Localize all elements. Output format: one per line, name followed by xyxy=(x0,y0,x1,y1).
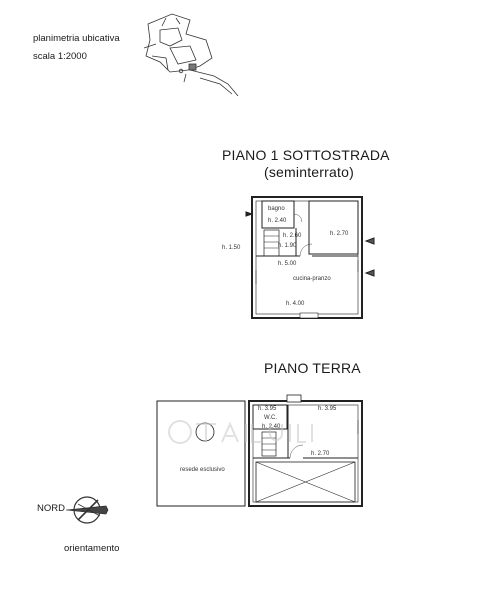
height-label: h. 4.00 xyxy=(286,301,305,307)
height-label: h. 3.95 xyxy=(258,406,277,412)
scale-label: scala 1:2000 xyxy=(33,51,87,62)
ground-floor-title: PIANO TERRA xyxy=(264,360,361,376)
height-label: h. 5.00 xyxy=(278,261,297,267)
basement-subtitle: (seminterrato) xyxy=(264,164,354,180)
north-label: NORD xyxy=(37,503,65,514)
room-label-bagno: bagno xyxy=(268,206,285,212)
height-label: h. 2.40 xyxy=(268,218,287,224)
room-label-kitchen: cucina-pranzo xyxy=(293,276,331,282)
room-label-wc: W.C. xyxy=(264,415,277,421)
ground-floor-plan xyxy=(156,394,363,507)
height-label: h. 3.95 xyxy=(318,406,337,412)
height-label: h. 2.40 xyxy=(262,424,281,430)
height-label: h. 1.90 xyxy=(278,243,297,249)
area-label-garden: resede esclusivo xyxy=(180,467,225,473)
height-label: h. 2.70 xyxy=(311,451,330,457)
height-label: h. 2.60 xyxy=(283,233,302,239)
watermark-logo xyxy=(168,420,313,444)
compass-north-arrow xyxy=(65,496,109,524)
height-label: h. 2.70 xyxy=(330,231,349,237)
location-plan-map xyxy=(143,13,239,97)
basement-title: PIANO 1 SOTTOSTRADA xyxy=(222,147,390,163)
orientation-label: orientamento xyxy=(64,543,120,554)
location-plan-label: planimetria ubicativa xyxy=(33,33,120,44)
basement-plan xyxy=(245,196,375,319)
height-label: h. 1.50 xyxy=(222,245,241,251)
